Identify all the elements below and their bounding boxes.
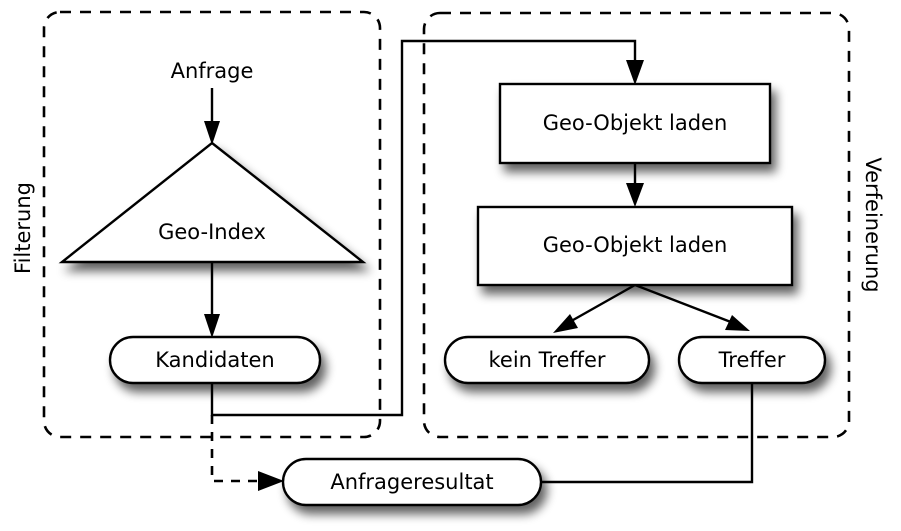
node-geo-index-label: Geo-Index [158,220,266,244]
node-geo-objekt-laden-1-label: Geo-Objekt laden [543,111,728,135]
arrow-head-icon [553,314,578,333]
arrow-head-icon [258,471,284,491]
edge-kandidaten-to-geo-objekt-laden-1 [210,39,644,417]
edge-geo-objekt-laden-2-to-treffer [634,283,750,331]
arrow-head-icon [626,183,644,207]
arrow-head-icon [204,121,220,145]
node-anfrage: Anfrage [171,59,254,83]
edge-geo-index-to-kandidaten [204,262,220,338]
group-label-filterung: Filterung [11,182,35,274]
arrow-head-icon [725,315,750,331]
node-kandidaten-label: Kandidaten [155,348,274,372]
stadium-shape [281,457,543,507]
edge-kandidaten-to-anfrageresultat [210,415,284,491]
node-kein-treffer-label: kein Treffer [488,348,605,372]
node-treffer[interactable] [677,335,827,385]
stadium-shape [677,335,827,385]
stadium-shape [108,335,322,385]
rect-shape [498,82,772,165]
rect-shape [476,205,794,287]
edge-geo-objekt-laden-1-to-2 [626,163,644,207]
node-kandidaten[interactable] [108,335,322,385]
node-anfrageresultat-label: Anfrageresultat [330,470,493,494]
arrow-head-icon [626,60,644,85]
node-anfrageresultat[interactable] [281,457,543,507]
arrow-head-icon [204,314,220,338]
group-box-verfeinerung [422,11,851,439]
group-box-filterung [42,10,382,439]
node-geo-objekt-laden-2-label: Geo-Objekt laden [543,233,728,257]
edge-treffer-to-anfrageresultat [540,383,754,484]
node-geo-objekt-laden-2[interactable] [476,205,794,287]
stadium-shape [443,335,651,385]
node-geo-index[interactable] [58,141,367,264]
node-kein-treffer[interactable] [443,335,651,385]
group-label-verfeinerung: Verfeinerung [861,157,885,292]
node-geo-objekt-laden-1[interactable] [498,82,772,165]
edge-anfrage-to-geo-index [204,88,220,145]
triangle-shape [58,141,367,264]
node-treffer-label: Treffer [718,348,786,372]
edge-geo-objekt-laden-2-to-kein-treffer [553,283,636,333]
